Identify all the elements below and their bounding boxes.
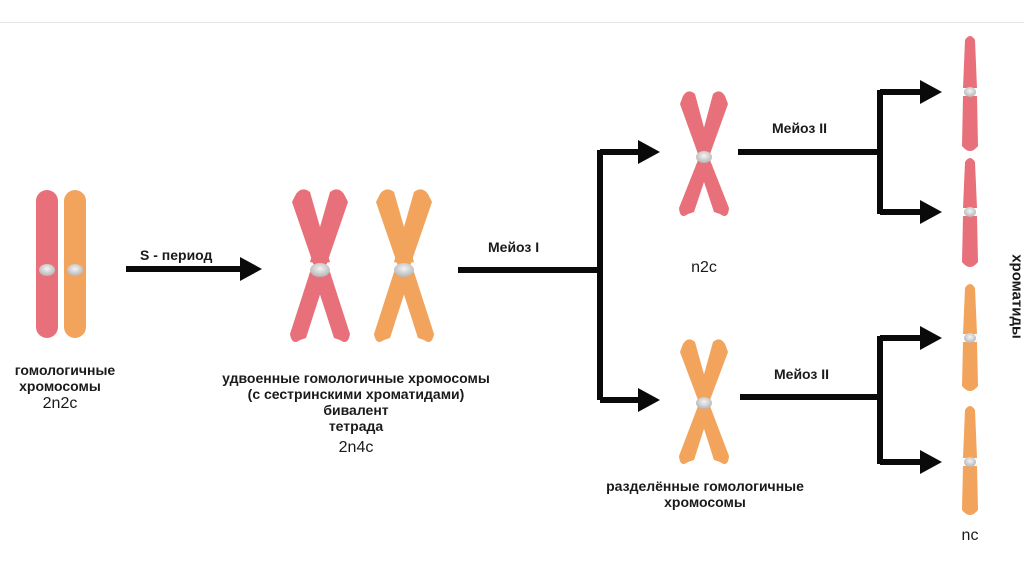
separated-orange-chromosome [679, 339, 729, 464]
centromere [696, 397, 712, 409]
separated-red-chromosome [679, 91, 729, 216]
chromatid-red-2 [962, 158, 978, 267]
arrow-meiosis-2-top [738, 80, 942, 224]
label-2n2c: 2n2c [42, 395, 78, 412]
label-separated-line-1: разделённые гомологичные [606, 478, 804, 494]
label-s-period: S - период [140, 247, 213, 263]
chromatid-orange-2 [962, 406, 978, 515]
label-meiosis-2-bottom: Мейоз II [774, 366, 830, 382]
centromere [964, 333, 976, 343]
doubled-red-chromosome [290, 189, 350, 342]
label-doubled-line-1: удвоенные гомологичные хромосомы [222, 370, 490, 386]
centromere [39, 264, 55, 276]
label-doubled-line-3: бивалент [323, 402, 389, 418]
centromere [696, 151, 712, 163]
chromatid-orange-1 [962, 284, 978, 391]
centromere [394, 263, 414, 277]
arrow-meiosis-2-bottom [740, 326, 942, 474]
label-nc: nc [961, 527, 979, 544]
centromere [964, 457, 976, 467]
homologous-pair [36, 190, 86, 338]
centromere [964, 207, 976, 217]
label-meiosis-1: Мейоз I [488, 239, 540, 255]
label-separated-line-2: хромосомы [664, 494, 746, 510]
centromere [310, 263, 330, 277]
label-n2c: n2c [691, 259, 717, 276]
label-chromatids: хроматиды [1008, 254, 1024, 339]
centromere [964, 87, 976, 97]
label-2n4c: 2n4c [338, 439, 374, 456]
label-homologous-line-1: гомологичные [14, 362, 116, 378]
doubled-orange-chromosome [374, 189, 434, 342]
chromatid-red-1 [962, 36, 978, 151]
centromere [67, 264, 83, 276]
label-meiosis-2-top: Мейоз II [772, 120, 828, 136]
label-doubled-line-2: (с сестринскими хроматидами) [247, 386, 465, 402]
top-divider [0, 22, 1024, 23]
label-homologous-line-2: хромосомы [19, 378, 101, 394]
label-doubled-line-4: тетрада [328, 418, 384, 434]
arrow-meiosis-1 [458, 140, 660, 412]
arrow-s-period [126, 257, 262, 281]
